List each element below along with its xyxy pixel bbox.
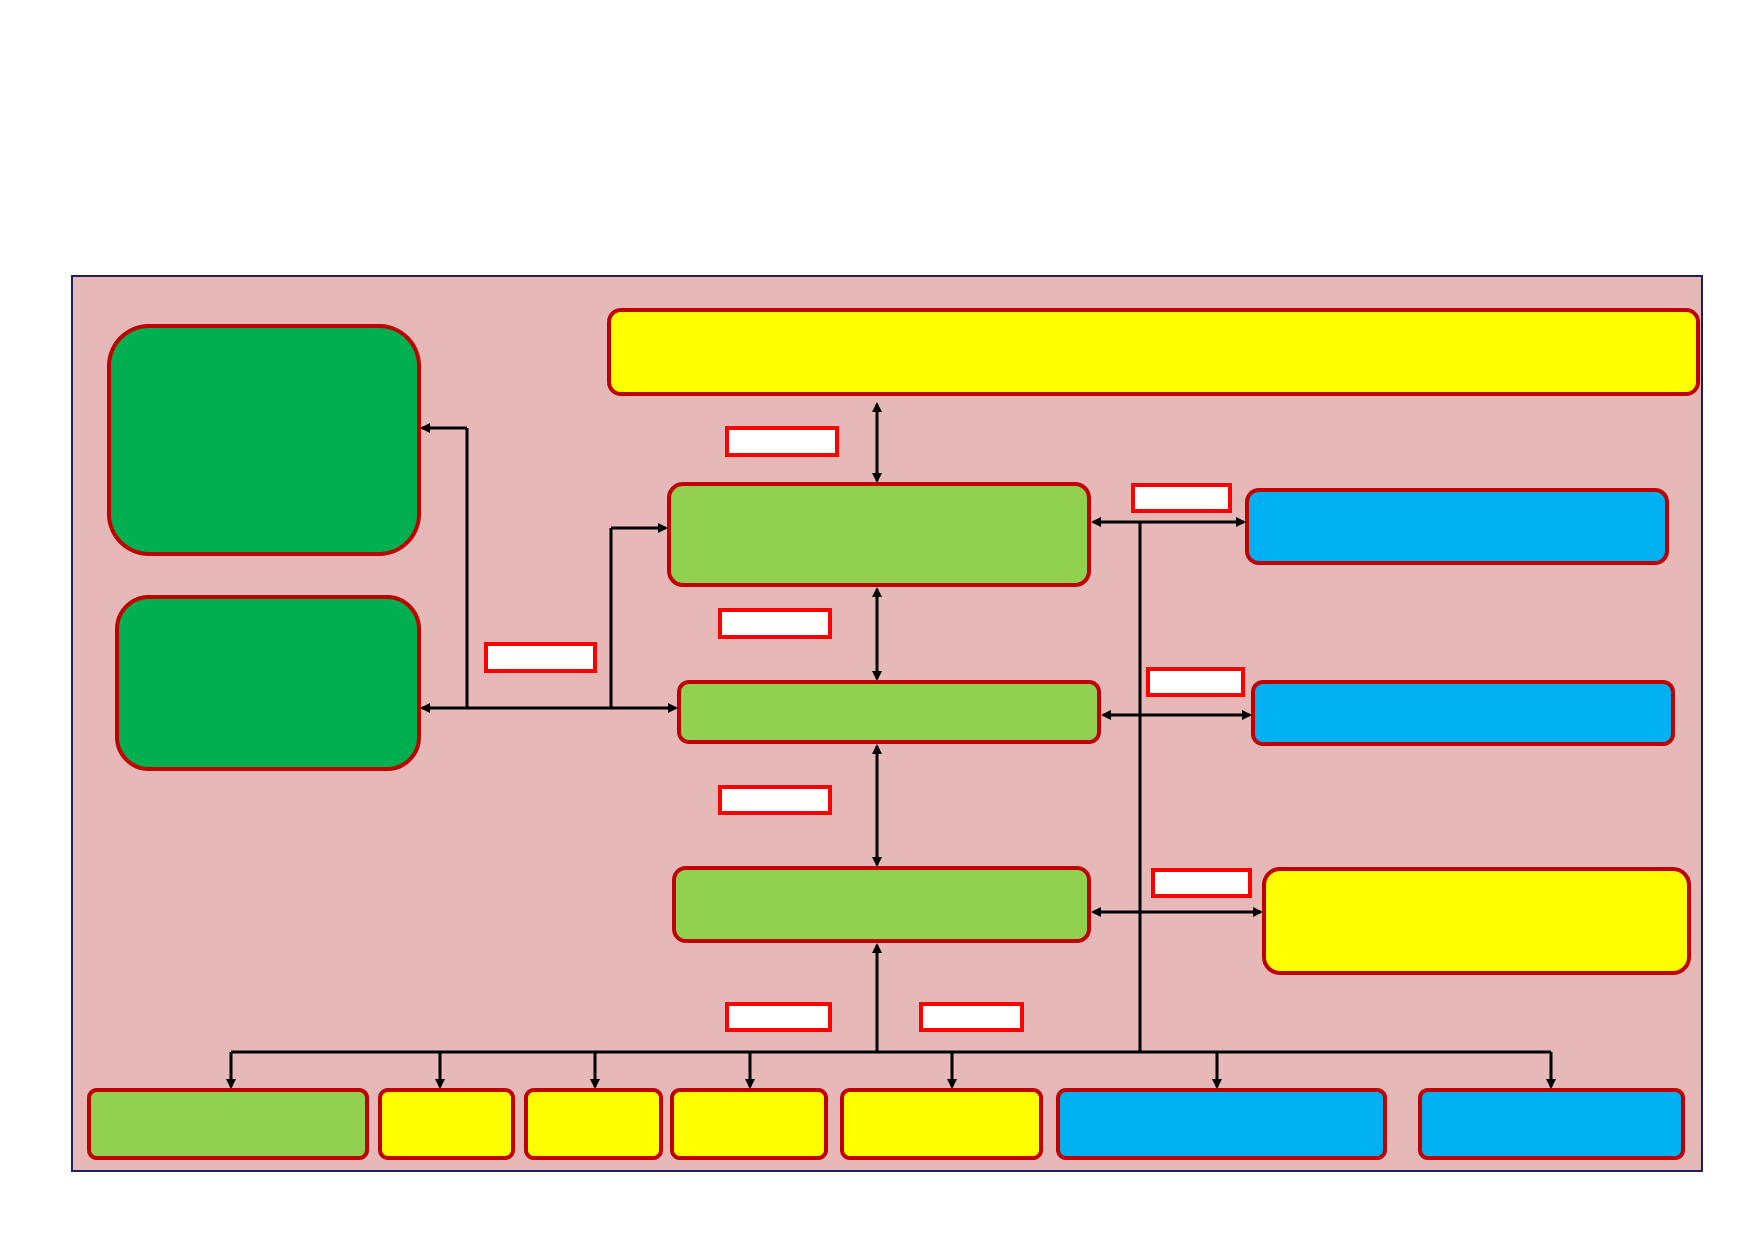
center-node-2 [677, 680, 1101, 744]
left-block-lower [115, 595, 421, 771]
center-node-3 [672, 866, 1091, 943]
edge-label-4 [484, 642, 597, 673]
bottom-node-3 [524, 1088, 663, 1160]
bottom-node-4 [670, 1088, 828, 1160]
right-node-1 [1245, 488, 1669, 565]
bottom-node-2 [378, 1088, 515, 1160]
edge-label-3 [718, 608, 832, 639]
left-block-upper [107, 324, 421, 556]
edge-label-7 [1151, 868, 1252, 898]
bottom-node-7 [1418, 1088, 1685, 1160]
bottom-node-1 [87, 1088, 369, 1160]
edge-label-9 [919, 1002, 1024, 1032]
edge-label-5 [1146, 667, 1245, 697]
right-node-2 [1251, 680, 1675, 746]
edge-label-1 [725, 426, 839, 457]
right-node-3 [1262, 867, 1691, 975]
top-banner-node [607, 308, 1700, 396]
edge-label-8 [725, 1002, 832, 1032]
center-node-1 [667, 482, 1091, 587]
bottom-node-6 [1056, 1088, 1387, 1160]
edge-label-6 [718, 785, 832, 815]
edge-label-2 [1131, 483, 1232, 513]
bottom-node-5 [840, 1088, 1043, 1160]
